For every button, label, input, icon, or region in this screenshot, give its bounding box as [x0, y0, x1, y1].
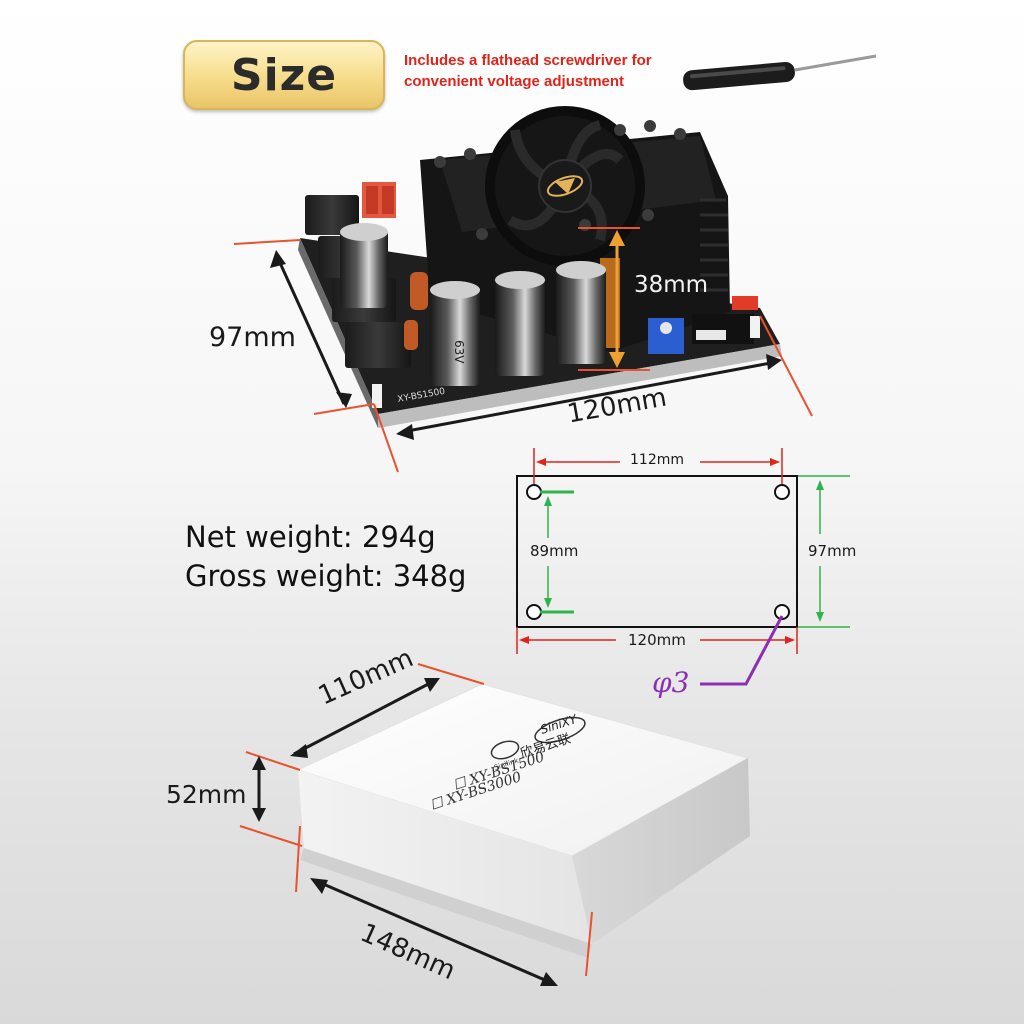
board-height-label: 38mm — [634, 272, 709, 298]
screwdriver-icon — [683, 54, 877, 91]
box-dimension-lines — [239, 663, 593, 986]
net-weight: Net weight: 294g — [185, 520, 436, 554]
outer-width-label: 120mm — [628, 631, 686, 649]
screwdriver-note: Includes a flathead screwdriver for conv… — [404, 50, 704, 92]
note-line-1: Includes a flathead screwdriver for — [404, 52, 652, 69]
weights-block: Net weight: 294g Gross weight: 348g — [185, 518, 466, 596]
size-badge-label: Size — [230, 49, 338, 101]
outer-height-label: 97mm — [808, 542, 857, 560]
brand-logo-icon — [490, 740, 520, 760]
mount-hole — [526, 484, 542, 500]
hole-span-y-label: 89mm — [530, 542, 579, 560]
board-photo: 63V XY-BS1500 — [298, 106, 782, 428]
mount-hole — [526, 604, 542, 620]
board-dimension-lines — [233, 227, 813, 473]
cap-voltage-label: 63V — [452, 340, 466, 364]
note-line-2: convenient voltage adjustment — [404, 73, 625, 90]
hole-span-x-label: 112mm — [630, 452, 684, 468]
board-depth-label: 97mm — [209, 322, 296, 353]
size-badge: Size — [183, 40, 385, 110]
hole-diameter-label: φ3 — [652, 666, 690, 699]
gross-weight: Gross weight: 348g — [185, 559, 467, 593]
mounting-diagram — [516, 448, 850, 686]
box-height-label: 52mm — [166, 780, 247, 809]
packaging-box: SiniXY 欣易云联 Sinilink ☐ XY-BS1500 ☐ XY-BS… — [296, 683, 750, 958]
mount-hole — [774, 484, 790, 500]
